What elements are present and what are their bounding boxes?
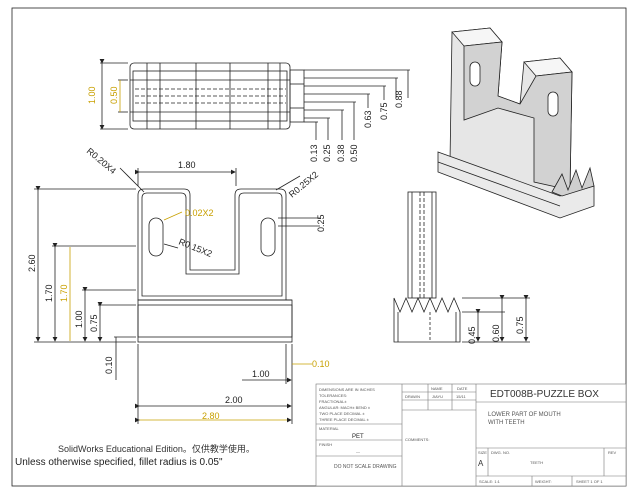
top-view bbox=[99, 59, 410, 140]
tb-sheet: SHEET 1 OF 1 bbox=[576, 479, 603, 484]
tb-finish: — bbox=[356, 449, 360, 454]
fillet-note: Unless otherwise specified, fillet radiu… bbox=[15, 457, 223, 468]
dim-top-0-38: 0.38 bbox=[336, 144, 346, 162]
tb-three-place: THREE PLACE DECIMAL ± bbox=[319, 417, 370, 422]
tb-subtitle-2: WITH TEETH bbox=[488, 420, 525, 426]
tb-material-label: MATERIAL bbox=[319, 426, 339, 431]
dim-top-0-88: 0.88 bbox=[394, 90, 404, 108]
dim-2-60: 2.60 bbox=[27, 254, 37, 272]
dim-0-10-vert: 0.10 bbox=[104, 356, 114, 374]
dim-1-80: 1.80 bbox=[178, 160, 196, 170]
tb-weight: WEIGHT: bbox=[535, 479, 552, 484]
side-view bbox=[393, 191, 530, 343]
tb-drawn-name: JIAYU bbox=[432, 394, 443, 399]
dim-top-0-50b: 0.50 bbox=[349, 144, 359, 162]
dim-0-45: 0.45 bbox=[467, 326, 477, 344]
dim-r0-25: R0.25X2 bbox=[287, 169, 320, 199]
dim-r0-20: R0.20X4 bbox=[85, 146, 118, 176]
dim-2-80: 2.80 bbox=[202, 411, 220, 421]
dim-top-0-50: 0.50 bbox=[109, 86, 119, 104]
dim-0-02: 0.02X2 bbox=[185, 208, 214, 218]
tb-rev-label: REV bbox=[608, 450, 617, 455]
tb-finish-label: FINISH bbox=[319, 442, 332, 447]
tb-drawn-date: 15/11 bbox=[456, 394, 466, 399]
tb-name-header: NAME bbox=[431, 386, 443, 391]
tb-no-scale: DO NOT SCALE DRAWING bbox=[334, 464, 397, 470]
tb-two-place: TWO PLACE DECIMAL ± bbox=[319, 411, 365, 416]
tb-comments: COMMENTS: bbox=[405, 437, 429, 442]
dim-1-70: 1.70 bbox=[44, 284, 54, 302]
tb-scale: SCALE: 1:1 bbox=[479, 479, 501, 484]
dim-top-0-25: 0.25 bbox=[322, 144, 332, 162]
dim-top-0-13: 0.13 bbox=[309, 144, 319, 162]
tb-drawn: DRAWN bbox=[405, 394, 420, 399]
dim-1-00-bottom: 1.00 bbox=[252, 369, 270, 379]
tb-title: EDT008B-PUZZLE BOX bbox=[490, 389, 599, 400]
edu-watermark-note: SolidWorks Educational Edition。仅供教学使用。 bbox=[58, 444, 255, 454]
dim-top-1-00: 1.00 bbox=[87, 86, 97, 104]
dim-0-25-front: 0.25 bbox=[316, 214, 326, 232]
title-block bbox=[315, 383, 627, 487]
dim-1-70-highlight: 1.70 bbox=[59, 284, 69, 302]
dim-top-0-63: 0.63 bbox=[363, 110, 373, 128]
tb-dwg-no: TEETH bbox=[530, 460, 543, 465]
tb-size-label: SIZE bbox=[478, 450, 487, 455]
dim-0-75-front: 0.75 bbox=[89, 314, 99, 332]
tb-date-header: DATE bbox=[457, 386, 468, 391]
front-view bbox=[34, 167, 320, 424]
dim-0-10-horiz: 0.10 bbox=[312, 359, 330, 369]
dim-0-60: 0.60 bbox=[491, 324, 501, 342]
tb-size: A bbox=[478, 459, 484, 468]
dim-2-00: 2.00 bbox=[225, 395, 243, 405]
tb-subtitle-1: LOWER PART OF MOUTH bbox=[488, 412, 561, 418]
tb-fractional: FRACTIONAL± bbox=[319, 399, 347, 404]
dim-r0-15: R0.15X2 bbox=[177, 237, 213, 259]
isometric-view bbox=[437, 27, 595, 219]
dim-1-00-front: 1.00 bbox=[74, 310, 84, 328]
tb-dims-note: DIMENSIONS ARE IN INCHES bbox=[319, 387, 375, 392]
tb-tolerances: TOLERANCES: bbox=[319, 393, 347, 398]
tb-dwg-label: DWG. NO. bbox=[491, 450, 510, 455]
tb-material: PET bbox=[352, 434, 364, 440]
dim-top-0-75: 0.75 bbox=[379, 102, 389, 120]
dim-0-75-side: 0.75 bbox=[515, 316, 525, 334]
tb-angular: ANGULAR: MACH± BEND ± bbox=[319, 405, 371, 410]
